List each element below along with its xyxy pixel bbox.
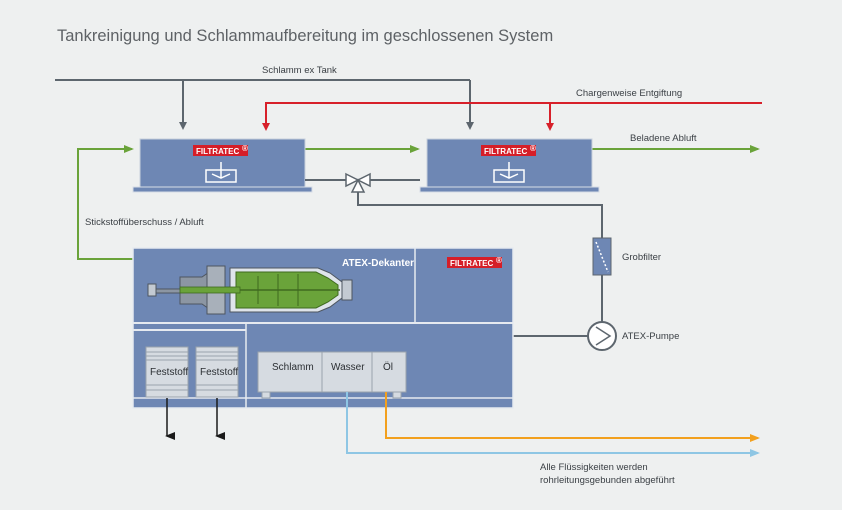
logo-mark-2: ®	[530, 144, 536, 153]
oel-label: Öl	[383, 361, 393, 373]
three-way-valve	[305, 172, 603, 238]
solids-container-1: Feststoff	[145, 346, 189, 398]
solids-container-2: Feststoff	[195, 346, 239, 398]
filtratec-logo-3	[447, 257, 502, 268]
exhaust-air-line	[77, 145, 760, 260]
logo-mark-1: ®	[242, 144, 248, 153]
chargenweise-label: Chargenweise Entgiftung	[576, 88, 682, 99]
stickstoff-label: Stickstoffüberschuss / Abluft	[85, 217, 204, 228]
filtratec-logo-2-text: FILTRATEC	[484, 147, 527, 156]
liquid-outlets	[346, 392, 760, 457]
schlamm-ex-tank-label: Schlamm ex Tank	[262, 65, 337, 76]
phase-tank	[257, 351, 407, 399]
filtratec-logo-3-text: FILTRATEC	[450, 259, 493, 268]
wasser-label: Wasser	[331, 362, 365, 373]
grobfilter-label: Grobfilter	[622, 252, 661, 263]
agitator-icon	[493, 162, 525, 183]
logo-mark-3: ®	[496, 256, 502, 265]
feststoff-2-label: Feststoff	[200, 367, 238, 378]
coarse-filter	[592, 237, 612, 322]
beladene-abluft-label: Beladene Abluft	[630, 133, 697, 144]
page-title: Tankreinigung und Schlammaufbereitung im…	[57, 27, 554, 45]
atex-dekanter-label: ATEX-Dekanter	[342, 258, 414, 269]
detox-line	[262, 102, 762, 131]
tank-1: FILTRATEC ®	[132, 138, 313, 193]
schlamm-label: Schlamm	[272, 362, 314, 373]
feststoff-1-label: Feststoff	[150, 367, 188, 378]
agitator-icon	[205, 162, 237, 183]
filtratec-logo-1-text: FILTRATEC	[196, 147, 239, 156]
filtratec-logo-1	[193, 145, 248, 156]
atex-pumpe-label: ATEX-Pumpe	[622, 331, 679, 342]
tank-2: FILTRATEC ®	[419, 138, 600, 193]
solids-discharge	[165, 398, 225, 440]
filtratec-logo-2	[481, 145, 536, 156]
fluessigkeiten-label-1: Alle Flüssigkeiten werden	[540, 462, 648, 473]
decanter-drawing	[147, 265, 353, 315]
fluessigkeiten-label-2: rohrleitungsgebunden abgeführt	[540, 475, 675, 486]
